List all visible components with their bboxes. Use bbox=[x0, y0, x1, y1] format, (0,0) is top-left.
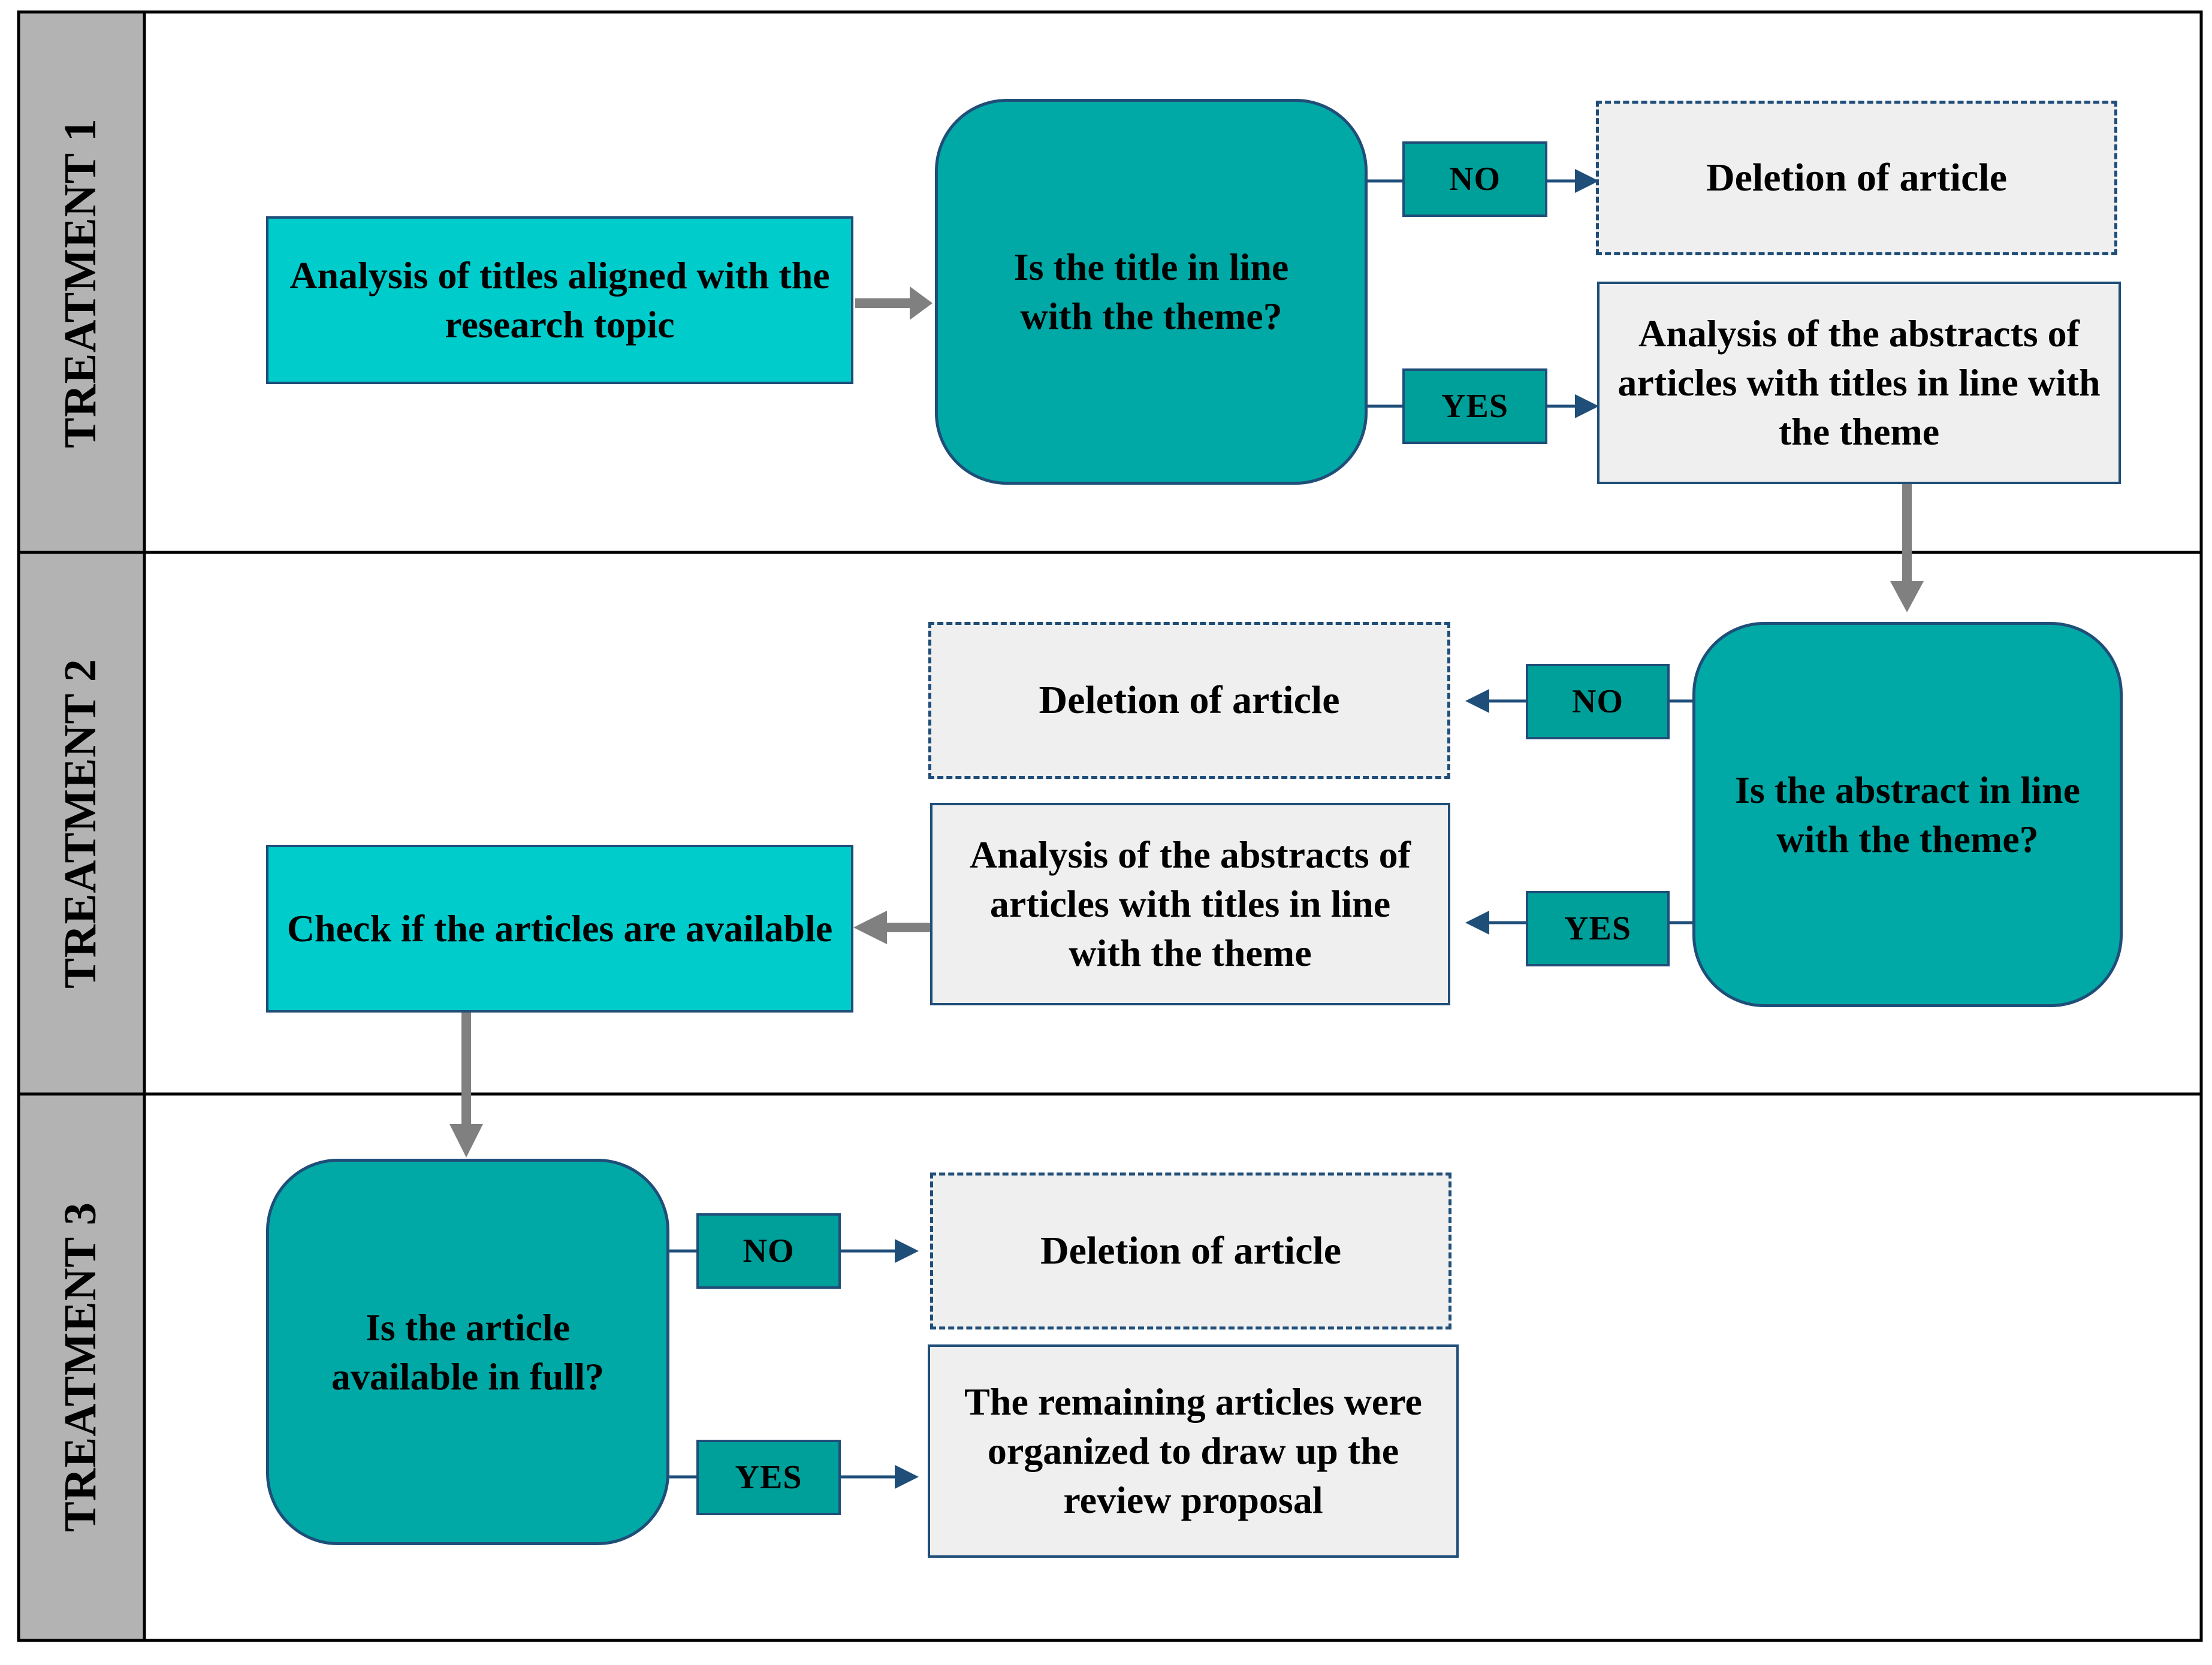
t1-deletion-box: Deletion of article bbox=[1596, 101, 2117, 255]
flow-arrow-t1-t2 bbox=[1902, 483, 1912, 585]
t1-decision-box: Is the title in line with the theme? bbox=[935, 99, 1368, 485]
t2-deletion-text: Deletion of article bbox=[1039, 678, 1340, 722]
t2-process-text: Check if the articles are available bbox=[286, 907, 833, 950]
t2-process-box: Check if the articles are available bbox=[266, 845, 853, 1013]
t1-process-text: Analysis of titles aligned with the rese… bbox=[289, 254, 830, 346]
lane-label-treatment-2: TREATMENT 2 bbox=[55, 658, 105, 989]
flow-arrow-t2-result-process bbox=[885, 923, 930, 932]
t2-decision-text: Is the abstract in line with the theme? bbox=[1735, 768, 2080, 860]
t2-decision-box: Is the abstract in line with the theme? bbox=[1692, 622, 2123, 1007]
t2-yes-label: YES bbox=[1526, 891, 1670, 966]
t1-process-box: Analysis of titles aligned with the rese… bbox=[266, 216, 853, 384]
t2-no-label: NO bbox=[1526, 664, 1670, 739]
t1-deletion-text: Deletion of article bbox=[1706, 156, 2008, 200]
t1-decision-text: Is the title in line with the theme? bbox=[1013, 246, 1289, 337]
t1-yes-label: YES bbox=[1402, 368, 1547, 444]
t3-decision-text: Is the article available in full? bbox=[331, 1306, 605, 1398]
t1-result-text: Analysis of the abstracts of articles wi… bbox=[1617, 312, 2101, 453]
flow-arrow-t2-t3 bbox=[461, 1013, 471, 1126]
t3-deletion-box: Deletion of article bbox=[930, 1173, 1451, 1329]
t2-result-box: Analysis of the abstracts of articles wi… bbox=[930, 803, 1450, 1005]
t3-yes-label: YES bbox=[696, 1440, 841, 1515]
t3-deletion-text: Deletion of article bbox=[1040, 1229, 1342, 1273]
t3-no-label: NO bbox=[696, 1213, 841, 1289]
t3-decision-box: Is the article available in full? bbox=[266, 1159, 669, 1545]
t3-result-text: The remaining articles were organized to… bbox=[964, 1380, 1422, 1521]
t2-deletion-box: Deletion of article bbox=[928, 622, 1450, 779]
flow-arrow-t1-process-decision bbox=[855, 298, 912, 308]
t1-no-label: NO bbox=[1402, 141, 1547, 217]
t3-result-box: The remaining articles were organized to… bbox=[928, 1344, 1459, 1558]
lane-label-treatment-1: TREATMENT 1 bbox=[55, 117, 105, 448]
lane-label-treatment-3: TREATMENT 3 bbox=[55, 1201, 105, 1532]
t1-result-box: Analysis of the abstracts of articles wi… bbox=[1597, 282, 2121, 484]
t2-result-text: Analysis of the abstracts of articles wi… bbox=[970, 833, 1411, 974]
